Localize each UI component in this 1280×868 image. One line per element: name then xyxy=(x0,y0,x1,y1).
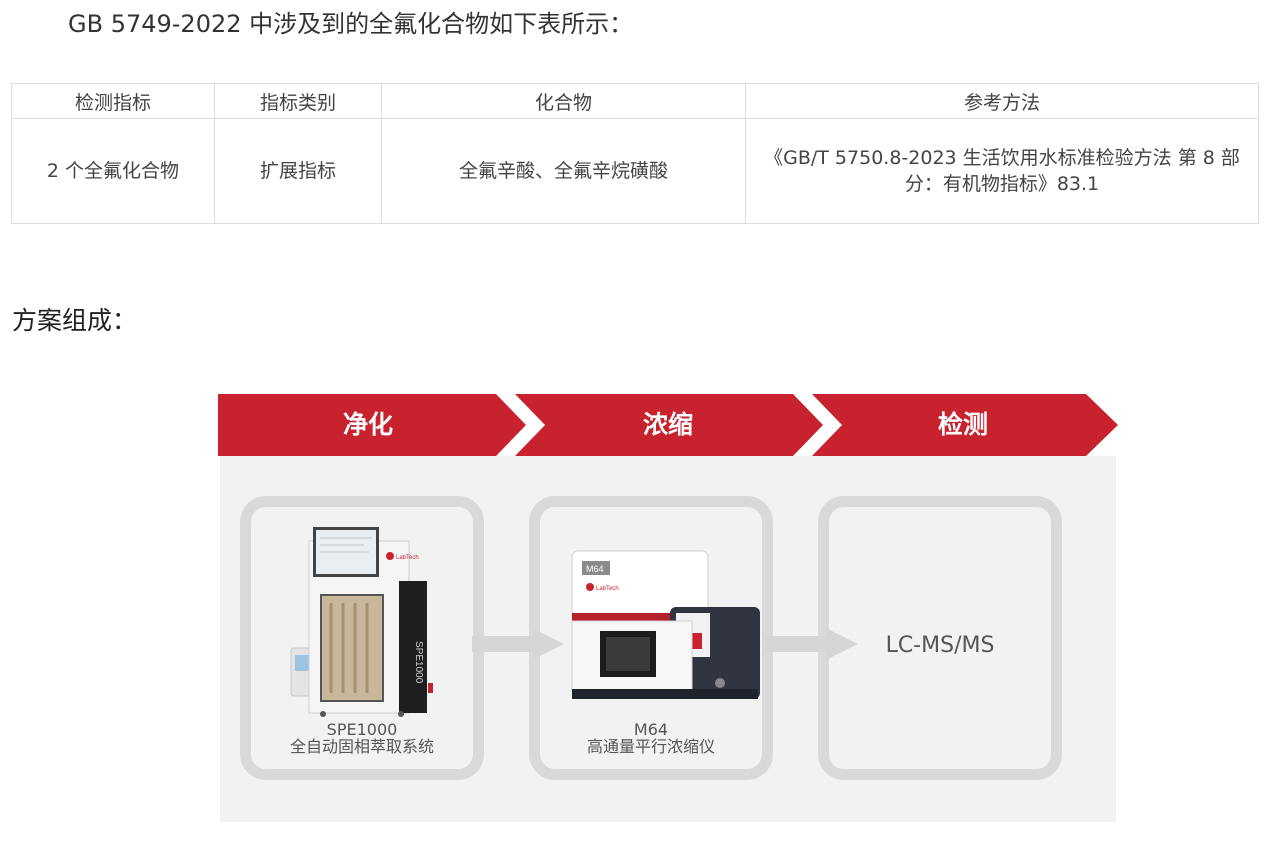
arrow-right-icon xyxy=(766,628,858,660)
step-label-concentrate: 浓缩 xyxy=(642,410,693,439)
step-chevron-concentrate xyxy=(515,394,823,456)
step-label-detect: 检测 xyxy=(937,410,988,439)
table-header-row: 检测指标 指标类别 化合物 参考方法 xyxy=(11,83,1259,119)
m64-model: M64 xyxy=(633,720,669,739)
table-header-cell: 指标类别 xyxy=(214,83,382,119)
table-header-cell: 参考方法 xyxy=(745,83,1259,119)
table-row: 2 个全氟化合物 扩展指标 全氟辛酸、全氟辛烷磺酸 《GB/T 5750.8-2… xyxy=(11,118,1259,224)
table-cell: 扩展指标 xyxy=(214,118,382,224)
m64-device-label: M64 xyxy=(586,564,604,574)
m64-brand-text: LabTech xyxy=(596,586,619,592)
m64-caption: M64 高通量平行浓缩仪 xyxy=(540,721,762,755)
step-chevron-detect xyxy=(812,394,1118,456)
spe1000-device-image: LabTech SPE1000 xyxy=(290,527,433,717)
workflow-diagram: 净化 浓缩 检测 LabTech SPE1000 SPE10 xyxy=(218,394,1118,824)
arrow-right-icon xyxy=(472,628,564,660)
section-title: 方案组成： xyxy=(12,306,138,335)
spe1000-name: 全自动固相萃取系统 xyxy=(289,737,434,756)
card-m64: M64 LabTech M64 高通量平行浓缩仪 xyxy=(529,496,773,780)
m64-name: 高通量平行浓缩仪 xyxy=(586,737,715,756)
spe1000-caption: SPE1000 全自动固相萃取系统 xyxy=(251,721,473,755)
spe1000-model: SPE1000 xyxy=(326,720,398,739)
step-chevron-purify xyxy=(218,394,526,456)
intro-text: GB 5749-2022 中涉及到的全氟化合物如下表所示： xyxy=(68,10,634,38)
step-banner xyxy=(218,394,1118,456)
table-header-cell: 化合物 xyxy=(381,83,746,119)
spe1000-device-label: SPE1000 xyxy=(413,641,424,684)
card-lcms: LC-MS/MS xyxy=(818,496,1062,780)
table-header-cell: 检测指标 xyxy=(11,83,215,119)
table-cell: 2 个全氟化合物 xyxy=(11,118,215,224)
step-label-purify: 净化 xyxy=(342,410,393,439)
card-spe1000: LabTech SPE1000 SPE1000 全自动固相萃取系统 xyxy=(240,496,484,780)
spe1000-brand-text: LabTech xyxy=(396,555,419,561)
compound-table: 检测指标 指标类别 化合物 参考方法 2 个全氟化合物 扩展指标 全氟辛酸、全氟… xyxy=(11,83,1259,224)
m64-device-image: M64 LabTech xyxy=(571,550,760,699)
lcms-label: LC-MS/MS xyxy=(885,633,995,658)
table-cell: 全氟辛酸、全氟辛烷磺酸 xyxy=(381,118,746,224)
table-cell: 《GB/T 5750.8-2023 生活饮用水标准检验方法 第 8 部分：有机物… xyxy=(745,118,1259,224)
